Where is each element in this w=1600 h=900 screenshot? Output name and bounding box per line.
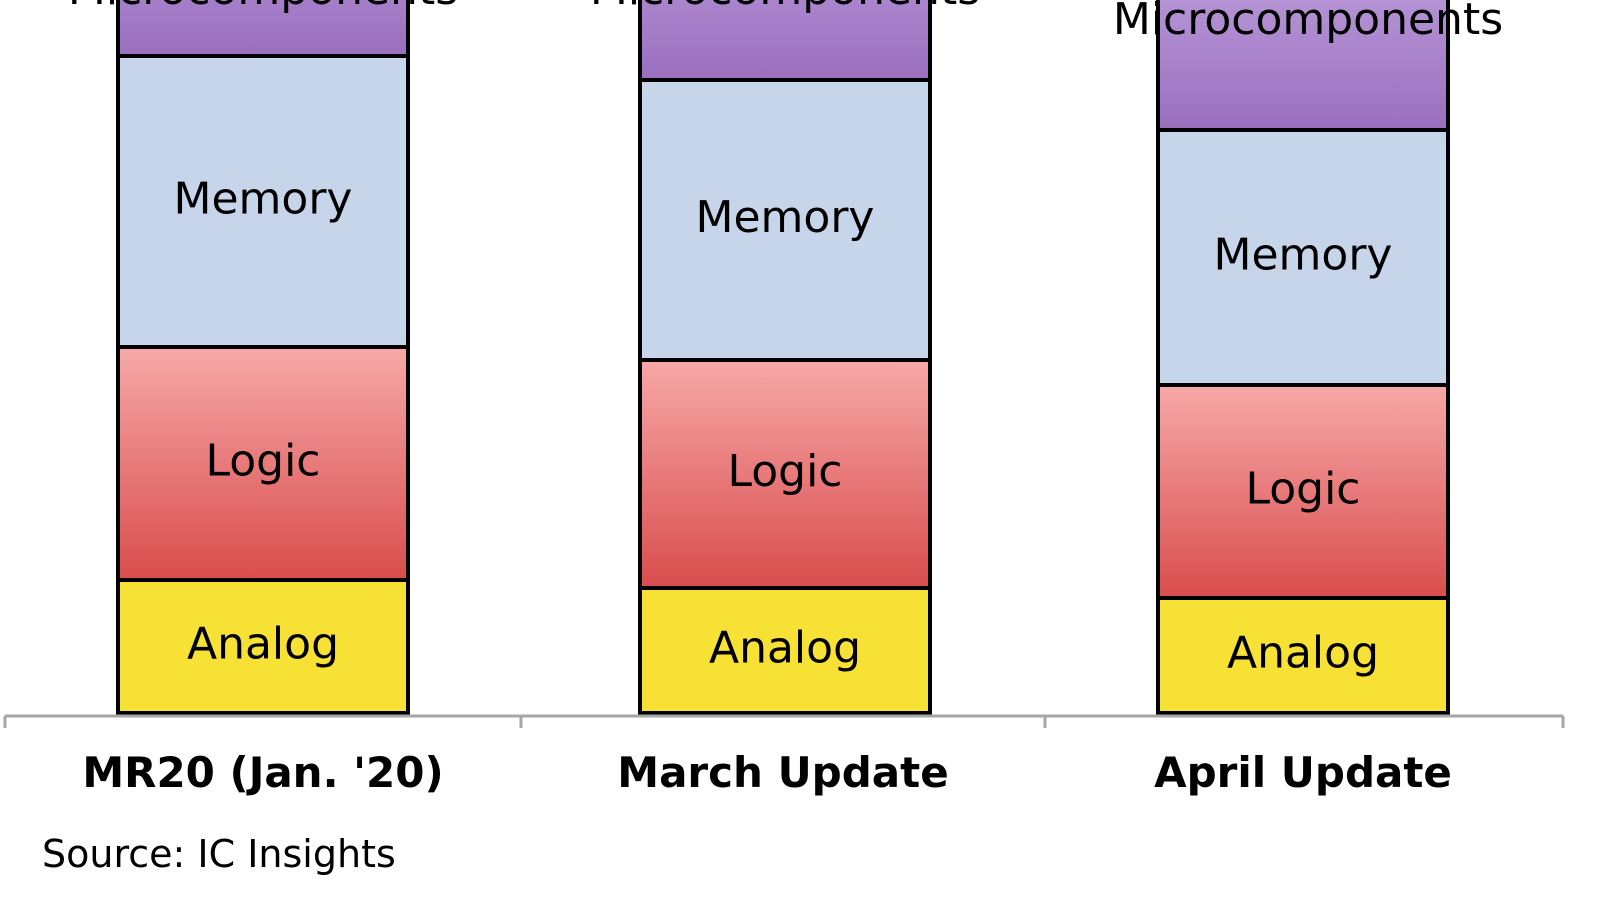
segment-label: Logic <box>727 446 842 497</box>
segment-label: Analog <box>709 623 861 674</box>
segment-label: Analog <box>1227 628 1379 679</box>
bar-segment-microcomponents <box>116 0 410 58</box>
bar-segment-logic <box>116 345 410 582</box>
segment-label: Memory <box>1214 230 1393 281</box>
segment-label: Microcomponents <box>68 0 458 15</box>
category-label: March Update <box>617 748 948 797</box>
segment-label: Analog <box>187 619 339 670</box>
segment-label: Logic <box>1245 464 1360 515</box>
segment-label: Logic <box>205 436 320 487</box>
segment-label: Memory <box>174 174 353 225</box>
bar-segment-microcomponents <box>1156 0 1450 132</box>
category-label: MR20 (Jan. '20) <box>82 748 443 797</box>
segment-label: Memory <box>696 192 875 243</box>
bar-segment-analog <box>116 578 410 715</box>
segment-label: Microcomponents <box>590 0 980 15</box>
segment-label: Microcomponents <box>1113 0 1503 45</box>
source-note: Source: IC Insights <box>42 832 396 876</box>
bar-segment-microcomponents <box>638 0 932 82</box>
category-label: April Update <box>1154 748 1452 797</box>
bar-segment-memory <box>1156 128 1450 387</box>
